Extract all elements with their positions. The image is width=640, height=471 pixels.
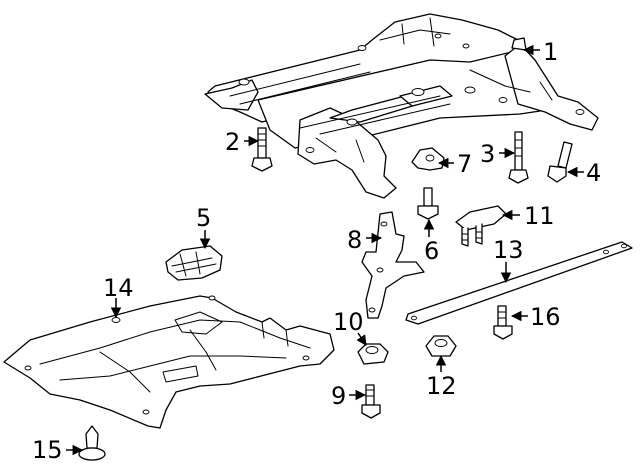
nut-12[interactable] bbox=[425, 335, 457, 357]
underbody-shield[interactable] bbox=[3, 295, 335, 429]
callout-12: 12 bbox=[426, 372, 457, 400]
frame-cradle[interactable] bbox=[204, 13, 599, 199]
callout-7: 7 bbox=[457, 150, 472, 178]
callout-15: 15 bbox=[32, 436, 63, 464]
small-shield[interactable] bbox=[165, 245, 223, 281]
bolt-4[interactable] bbox=[547, 141, 573, 183]
callout-9: 9 bbox=[331, 382, 346, 410]
callout-8: 8 bbox=[347, 226, 362, 254]
callout-4: 4 bbox=[586, 159, 601, 187]
callout-3: 3 bbox=[480, 140, 495, 168]
callout-1: 1 bbox=[543, 38, 558, 66]
callout-10: 10 bbox=[333, 308, 364, 336]
nut-10[interactable] bbox=[357, 343, 389, 365]
bolt-3[interactable] bbox=[508, 131, 529, 184]
bolt-6[interactable] bbox=[417, 187, 439, 220]
callout-11: 11 bbox=[524, 202, 555, 230]
callout-2: 2 bbox=[225, 128, 240, 156]
callout-6: 6 bbox=[424, 237, 439, 265]
clip-15[interactable] bbox=[78, 425, 106, 461]
bracket-7[interactable] bbox=[411, 147, 445, 171]
plate-11[interactable] bbox=[455, 205, 507, 247]
brace-8[interactable] bbox=[361, 211, 425, 319]
callout-5: 5 bbox=[196, 204, 211, 232]
callout-14: 14 bbox=[103, 274, 134, 302]
bolt-2[interactable] bbox=[251, 127, 273, 172]
bolt-16[interactable] bbox=[493, 305, 513, 340]
strap-13[interactable] bbox=[405, 241, 633, 325]
callout-16: 16 bbox=[530, 303, 561, 331]
bolt-9[interactable] bbox=[361, 384, 381, 419]
leader-10 bbox=[356, 332, 367, 346]
callout-13: 13 bbox=[493, 236, 524, 264]
